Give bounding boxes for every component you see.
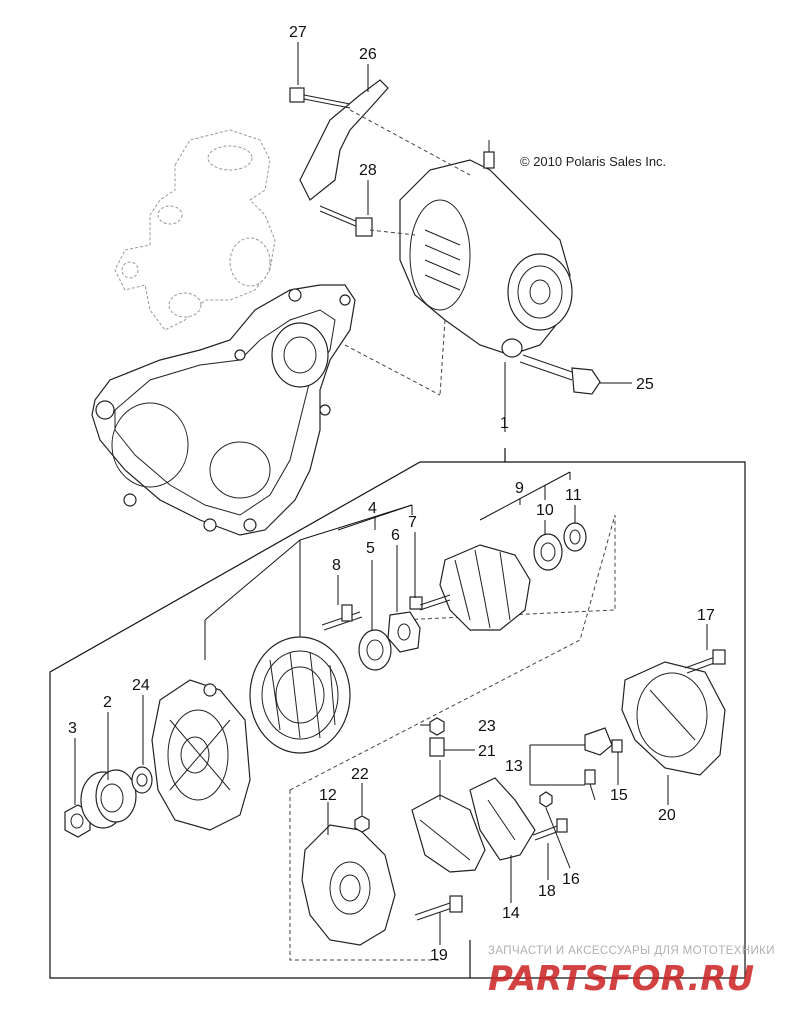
- watermark-logo: PARTSFOR.RU: [488, 959, 754, 999]
- callout-3: 3: [68, 720, 77, 737]
- callout-6: 6: [391, 527, 400, 544]
- callout-20: 20: [658, 807, 676, 824]
- callout-8: 8: [332, 557, 341, 574]
- bearing-10: [533, 533, 563, 571]
- nut-23: [429, 717, 445, 736]
- guide-line: [349, 109, 471, 176]
- callout-2: 2: [103, 694, 112, 711]
- callout-12: 12: [319, 787, 337, 804]
- bolt-17: [684, 649, 726, 674]
- front-housing: [151, 679, 251, 831]
- callout-21: 21: [478, 743, 496, 760]
- guide-line: [369, 229, 416, 236]
- retainer-plate-6: [387, 611, 421, 653]
- bolt-18: [532, 818, 568, 841]
- spacer-24: [131, 766, 153, 794]
- callout-18: 18: [538, 883, 556, 900]
- callout-7: 7: [408, 514, 417, 531]
- copyright-text: © 2010 Polaris Sales Inc.: [520, 154, 666, 169]
- watermark: ЗАПЧАСТИ И АКСЕССУАРЫ ДЛЯ МОТОТЕХНИКИ PA…: [488, 945, 775, 999]
- callout-15: 15: [610, 787, 628, 804]
- stud-8: [321, 604, 363, 631]
- callout-23: 23: [478, 718, 496, 735]
- nut-16: [539, 791, 553, 808]
- callout-27: 27: [289, 24, 307, 41]
- part-number-labels: 27 26 28 25 1 9 11 10 4 7 6 5 8 17 24 2 …: [68, 24, 715, 964]
- callout-1: 1: [500, 415, 509, 432]
- leader-lines: [74, 42, 708, 945]
- bracket-26: [299, 79, 389, 201]
- cover-11: [563, 522, 587, 552]
- screw-7: [409, 596, 423, 610]
- watermark-subtitle: ЗАПЧАСТИ И АКСЕССУАРЫ ДЛЯ МОТОТЕХНИКИ: [488, 945, 775, 957]
- callout-19: 19: [430, 947, 448, 964]
- callout-9: 9: [515, 480, 524, 497]
- callout-tree-9: [479, 471, 571, 521]
- rear-housing-12: [301, 824, 396, 946]
- callout-14: 14: [502, 905, 520, 922]
- nut-22: [354, 815, 370, 833]
- engine-housing-ghost: [114, 129, 276, 331]
- rectifier: [411, 760, 486, 873]
- exploded-view-frame: [49, 448, 746, 979]
- callout-11: 11: [565, 487, 582, 504]
- rear-cover-20: [621, 661, 726, 776]
- timing-cover: [91, 284, 356, 536]
- guide-line: [344, 344, 441, 396]
- brush-holder-14: [469, 777, 536, 861]
- callout-10: 10: [536, 502, 554, 519]
- screw-15: [611, 739, 623, 753]
- callout-28: 28: [359, 162, 377, 179]
- bolt-28: [319, 205, 373, 237]
- callout-16: 16: [562, 871, 580, 888]
- callout-4: 4: [368, 500, 377, 517]
- guide-line: [439, 319, 446, 396]
- callout-24: 24: [132, 677, 150, 694]
- bolt-25: [519, 354, 601, 395]
- callout-tree-4: [204, 504, 413, 660]
- rotor: [419, 544, 531, 631]
- alternator-assembly: [399, 140, 573, 358]
- bearing-5: [358, 629, 392, 671]
- bolt-19: [414, 895, 463, 921]
- callout-22: 22: [351, 766, 369, 783]
- callout-25: 25: [636, 376, 654, 393]
- callout-5: 5: [366, 540, 375, 557]
- callout-17: 17: [697, 607, 715, 624]
- regulator-13: [584, 727, 613, 801]
- pulley-2: [80, 769, 137, 829]
- terminal-21: [429, 737, 445, 757]
- callout-26: 26: [359, 46, 377, 63]
- callout-13: 13: [505, 758, 523, 775]
- bolt-27: [289, 87, 351, 109]
- stator: [249, 636, 351, 754]
